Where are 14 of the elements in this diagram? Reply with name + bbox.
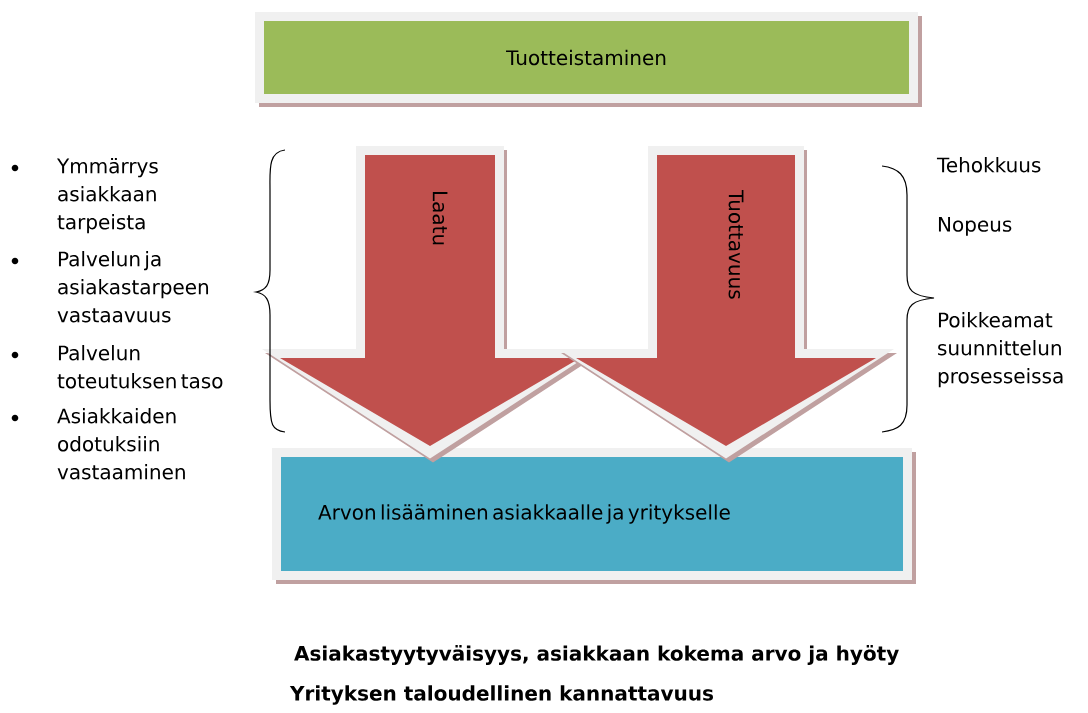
block-arrow	[576, 155, 876, 446]
title-box: Tuotteistaminen	[255, 12, 922, 107]
bullet-item: Palvelun ja asiakastarpeen vastaavuus	[11, 251, 208, 323]
side-label: Tehokkuus	[936, 157, 1041, 173]
side-label: Nopeus	[938, 217, 1012, 236]
bullet-item: Palvelun toteutuksen taso	[11, 345, 223, 389]
edge-label: Laatu	[432, 191, 448, 245]
side-label: Poikkeamat suunnittelun prosesseissa	[938, 312, 1063, 388]
edge-label: Tuottavuus	[728, 189, 744, 299]
bullet-item: Ymmärrys asiakkaan tarpeista	[11, 158, 158, 234]
value-box: Arvon lisääminen asiakkaalle ja yritykselle	[272, 448, 916, 584]
footnote-text: Asiakastyytyväisyys, asiakkaan kokema arvo ja hyöty	[294, 645, 899, 665]
footnote-text: Yrityksen taloudellinen kannattavuus	[289, 685, 713, 705]
bullet-item: Asiakkaiden odotuksiin vastaaminen	[11, 408, 185, 480]
